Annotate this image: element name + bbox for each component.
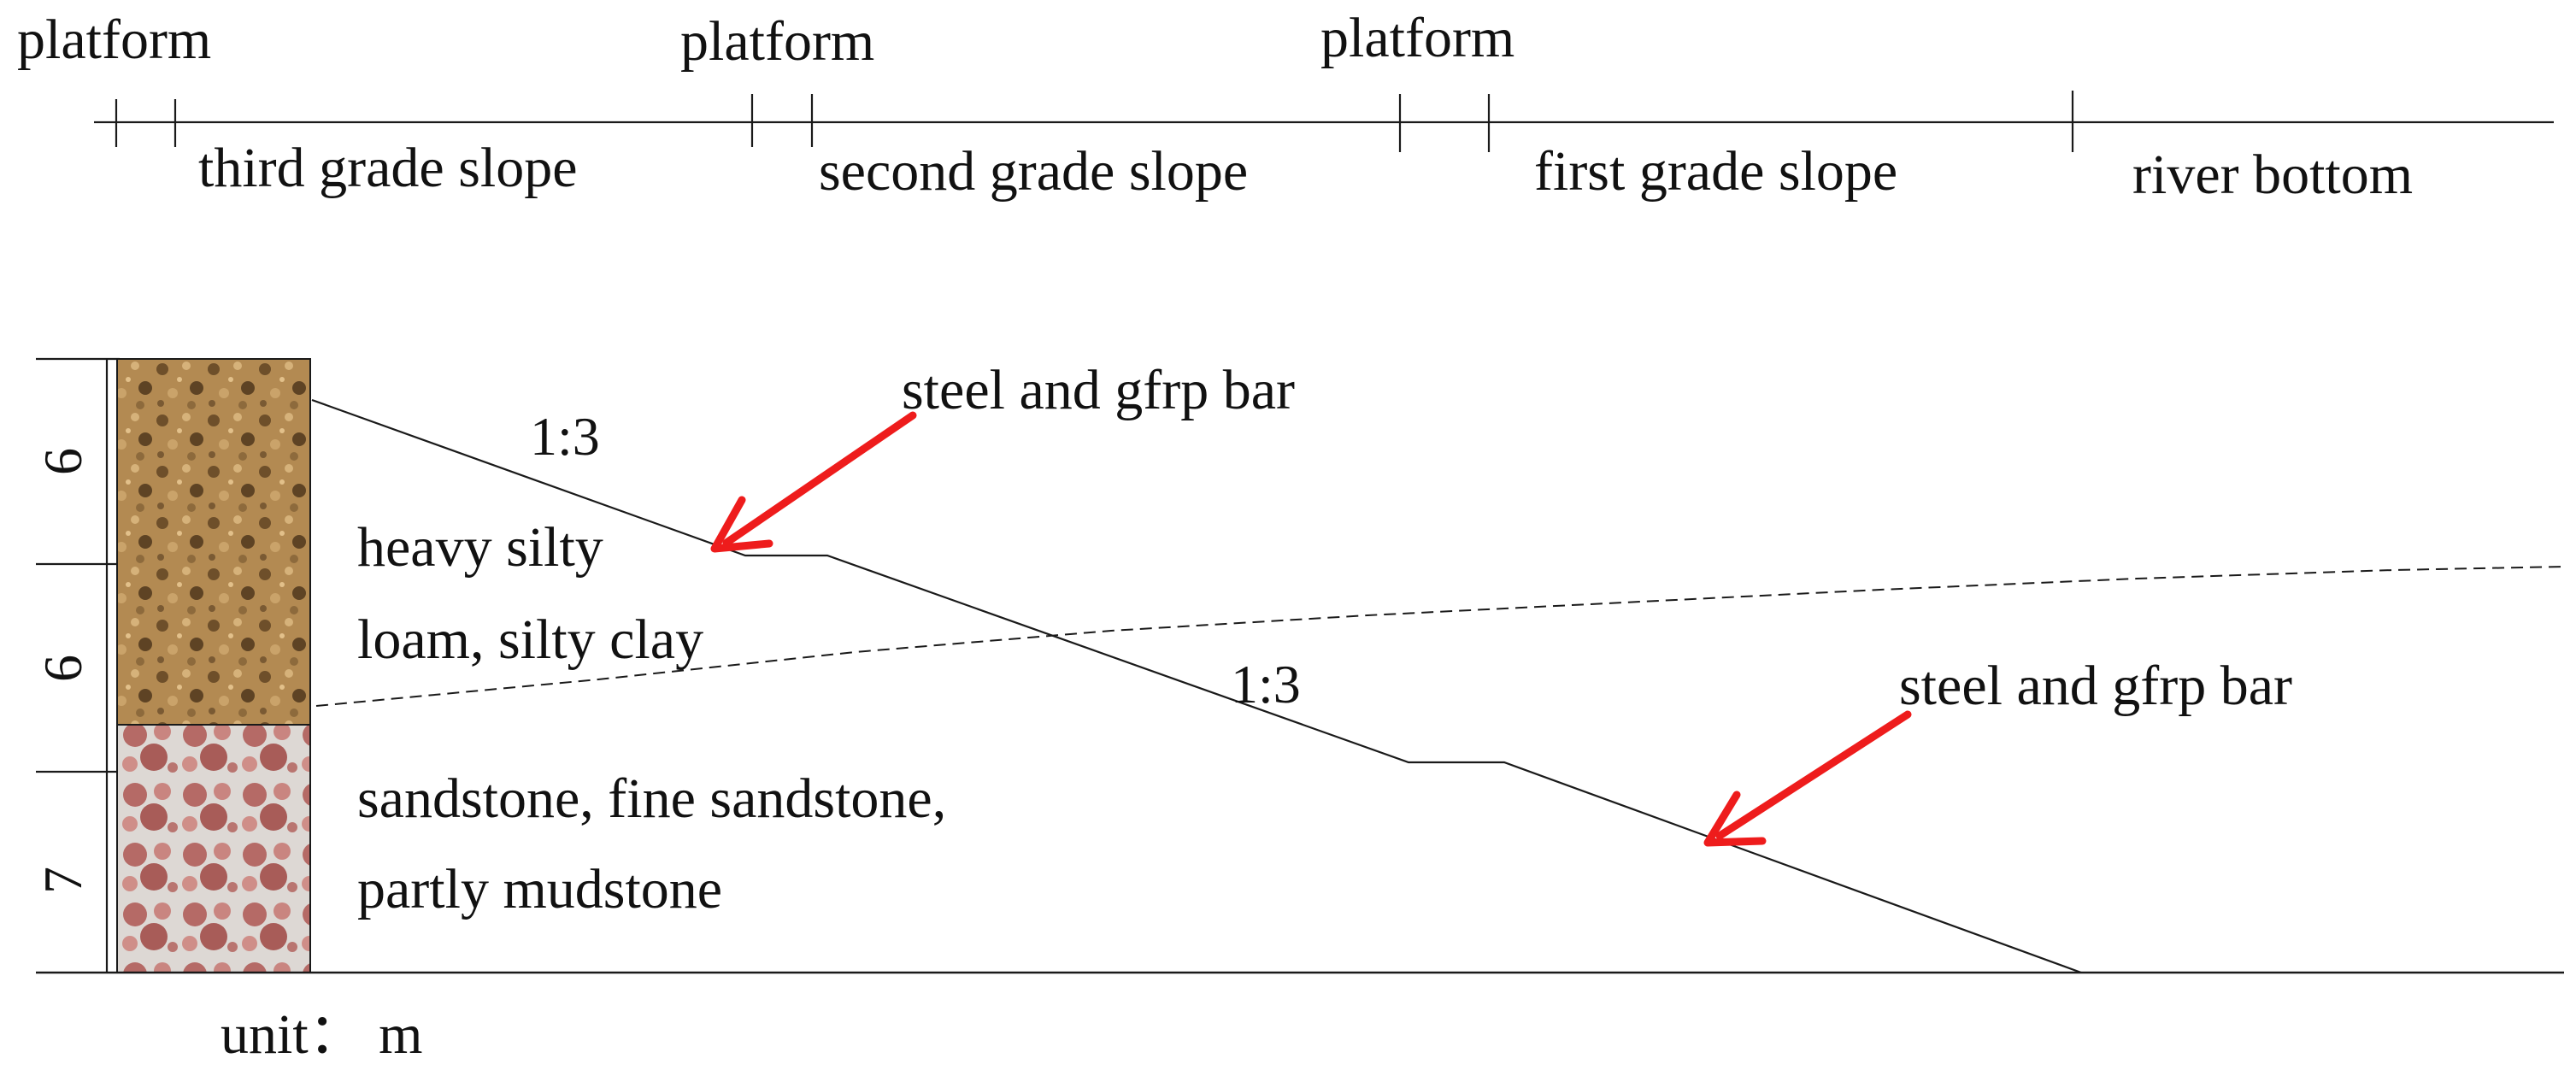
- thickness-scale: 6 6 7: [32, 357, 120, 973]
- layer-thickness-1: 6: [32, 448, 93, 475]
- arrow-upper: [710, 411, 917, 553]
- svg-text:sandstone, fine sandstone,: sandstone, fine sandstone,: [357, 767, 946, 830]
- segment-first-grade-slope: first grade slope: [1534, 140, 1897, 203]
- platform-label-2: platform: [680, 10, 874, 73]
- material-samples: [116, 358, 311, 973]
- annotation-steel-gfrp-upper: steel and gfrp bar: [902, 359, 1295, 421]
- annotation-steel-gfrp-lower: steel and gfrp bar: [1899, 655, 2292, 717]
- soil-upper-label: heavy silty loam, silty clay: [357, 516, 703, 671]
- segment-third-grade-slope: third grade slope: [198, 137, 578, 199]
- arrow-lower: [1703, 710, 1912, 847]
- slope-ratio-lower: 1:3: [1231, 654, 1301, 714]
- soil-lower-label: sandstone, fine sandstone, partly mudsto…: [357, 767, 946, 920]
- header-ticks: [115, 91, 2074, 152]
- layer-thickness-3: 7: [32, 867, 93, 894]
- platform-label-1: platform: [17, 9, 211, 71]
- svg-text:loam, silty clay: loam, silty clay: [357, 608, 703, 671]
- platform-label-3: platform: [1320, 7, 1514, 69]
- segment-river-bottom: river bottom: [2132, 144, 2413, 206]
- unit-label: unit： m: [221, 1003, 423, 1066]
- segment-second-grade-slope: second grade slope: [819, 140, 1248, 203]
- rock-sample-image: [116, 724, 311, 973]
- layer-thickness-2: 6: [32, 655, 93, 682]
- slope-surface-line: [311, 398, 2082, 974]
- slope-ratio-upper: 1:3: [530, 406, 600, 467]
- svg-text:partly mudstone: partly mudstone: [357, 858, 722, 920]
- soil-sample-image: [116, 358, 311, 726]
- svg-text:heavy silty: heavy silty: [357, 516, 603, 579]
- header-scale: platform platform platform third grade s…: [17, 7, 2554, 206]
